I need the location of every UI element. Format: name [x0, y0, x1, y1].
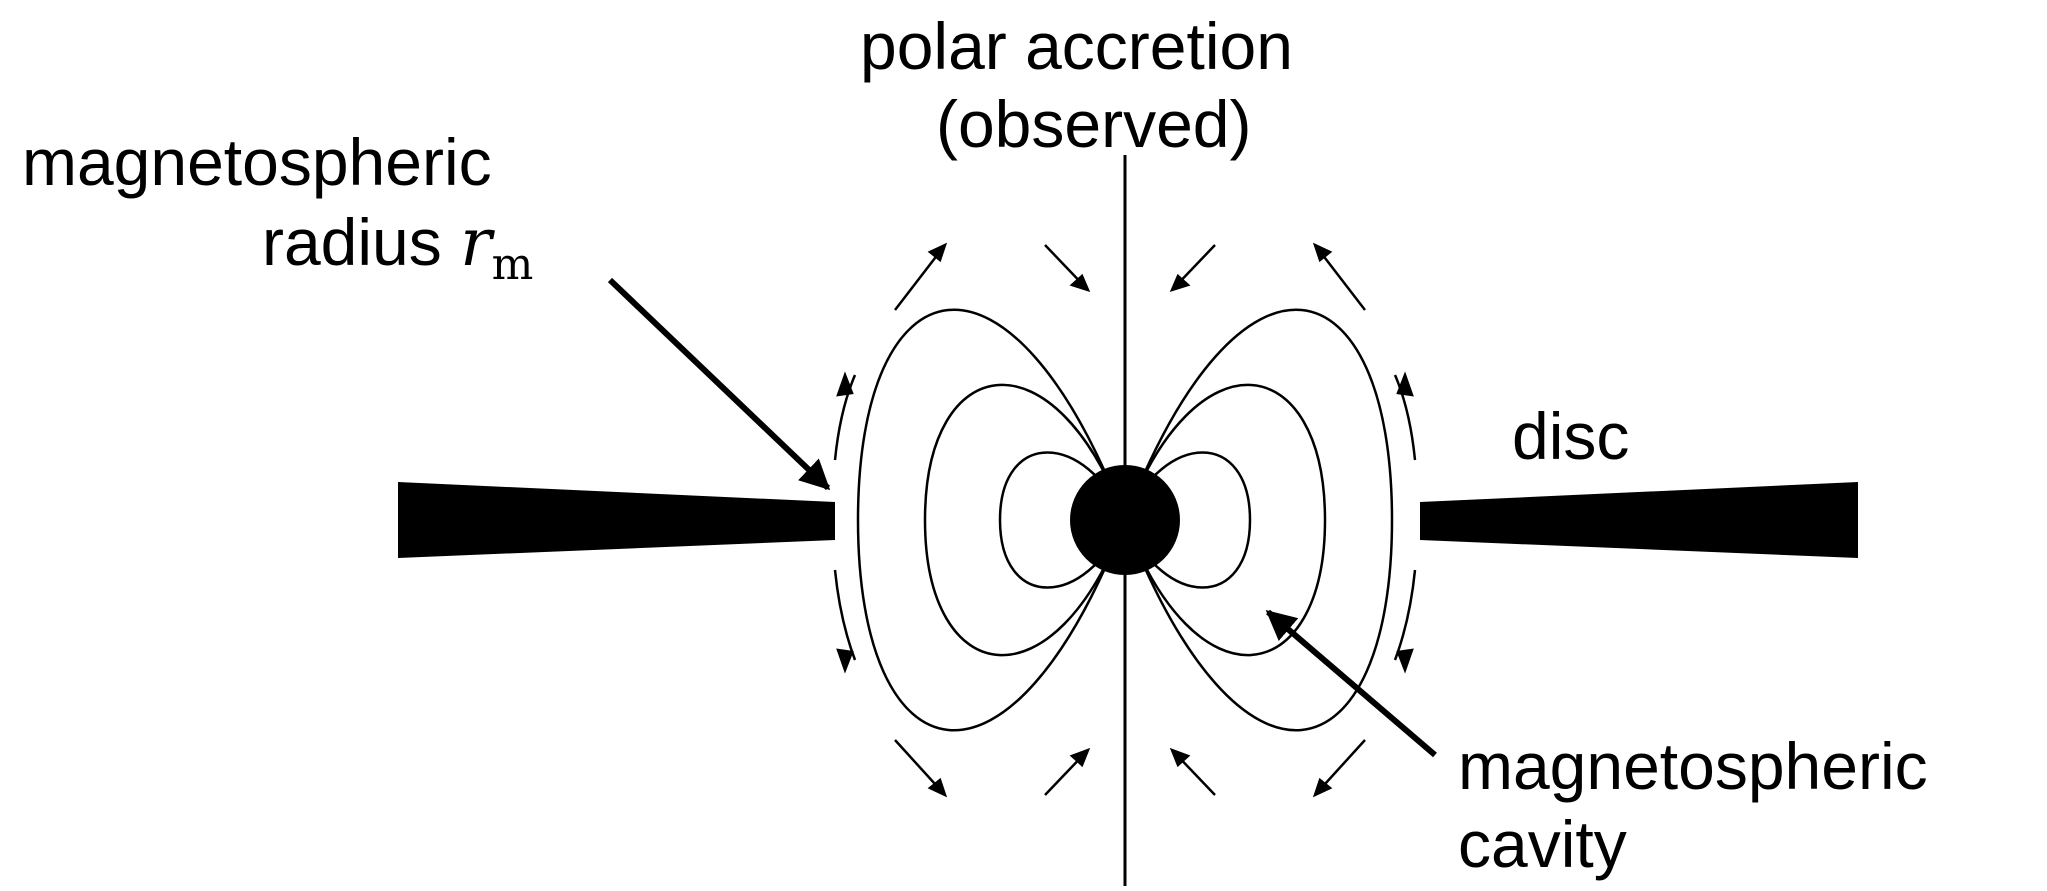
- polar-accretion-observed-label: (observed): [936, 87, 1252, 161]
- disc-label: disc: [1512, 399, 1630, 473]
- compact-object: [1070, 465, 1180, 575]
- radius-subscript: m: [491, 239, 534, 290]
- magnetospheric-cavity-label-line2: cavity: [1458, 807, 1627, 881]
- flow-arrow: [1169, 747, 1216, 796]
- flow-arrow: [836, 371, 854, 397]
- radius-symbol: r: [460, 204, 492, 281]
- flow-arrow: [1396, 648, 1414, 674]
- magnetospheric-cavity-label-line1: magnetospheric: [1458, 729, 1928, 803]
- flow-arrow: [836, 648, 854, 674]
- flow-arrow: [894, 242, 948, 311]
- cavity-pointer-arrow: [1265, 609, 1437, 758]
- magnetospheric-radius-label-line2: radius rm: [262, 204, 534, 290]
- disc-right: [1420, 482, 1858, 558]
- polar-accretion-label: polar accretion: [860, 9, 1293, 83]
- magnetospheric-radius-label-line1: magnetospheric: [22, 125, 492, 199]
- flow-arrow: [1044, 747, 1091, 796]
- flow-arrows: [836, 242, 1414, 798]
- radius-word: radius: [262, 205, 442, 279]
- field-lines-right: [1123, 308, 1394, 732]
- flow-arrow: [1312, 739, 1366, 798]
- flow-arrow: [894, 739, 948, 798]
- disc-left: [398, 482, 835, 558]
- flow-arrow: [1044, 244, 1091, 293]
- flow-arrow: [1169, 244, 1216, 293]
- radius-pointer-arrow: [607, 277, 831, 491]
- field-lines-left: [856, 308, 1127, 732]
- flow-arrow: [1396, 371, 1414, 397]
- flow-arrow: [1312, 242, 1366, 311]
